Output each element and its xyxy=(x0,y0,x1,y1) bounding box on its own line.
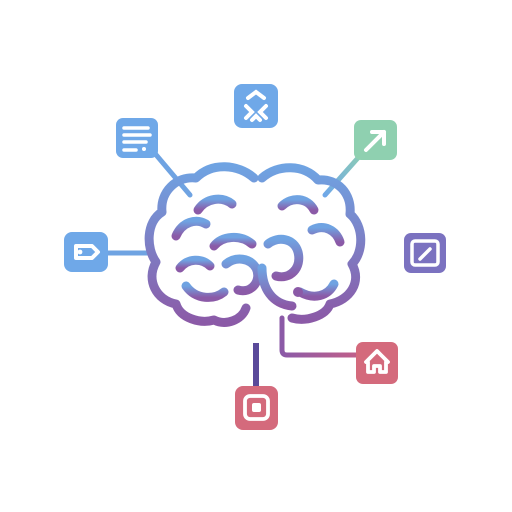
node-document xyxy=(116,118,158,158)
node-house xyxy=(356,342,398,384)
node-pencil xyxy=(404,233,446,273)
node-puzzle xyxy=(234,84,278,128)
tag-icon xyxy=(74,244,100,260)
connector-upper-left xyxy=(149,147,193,198)
connector-lower-right xyxy=(279,315,360,358)
pencil-icon xyxy=(410,239,440,267)
puzzle-icon xyxy=(244,89,268,122)
document-list-icon xyxy=(122,126,152,152)
brain-dot xyxy=(293,287,303,297)
brain-icon xyxy=(144,162,366,327)
node-tag xyxy=(64,232,108,272)
node-arrow xyxy=(354,120,397,160)
target-icon xyxy=(243,394,270,421)
arrow-up-right-icon xyxy=(364,130,386,152)
house-icon xyxy=(364,349,390,374)
node-target xyxy=(235,386,278,430)
